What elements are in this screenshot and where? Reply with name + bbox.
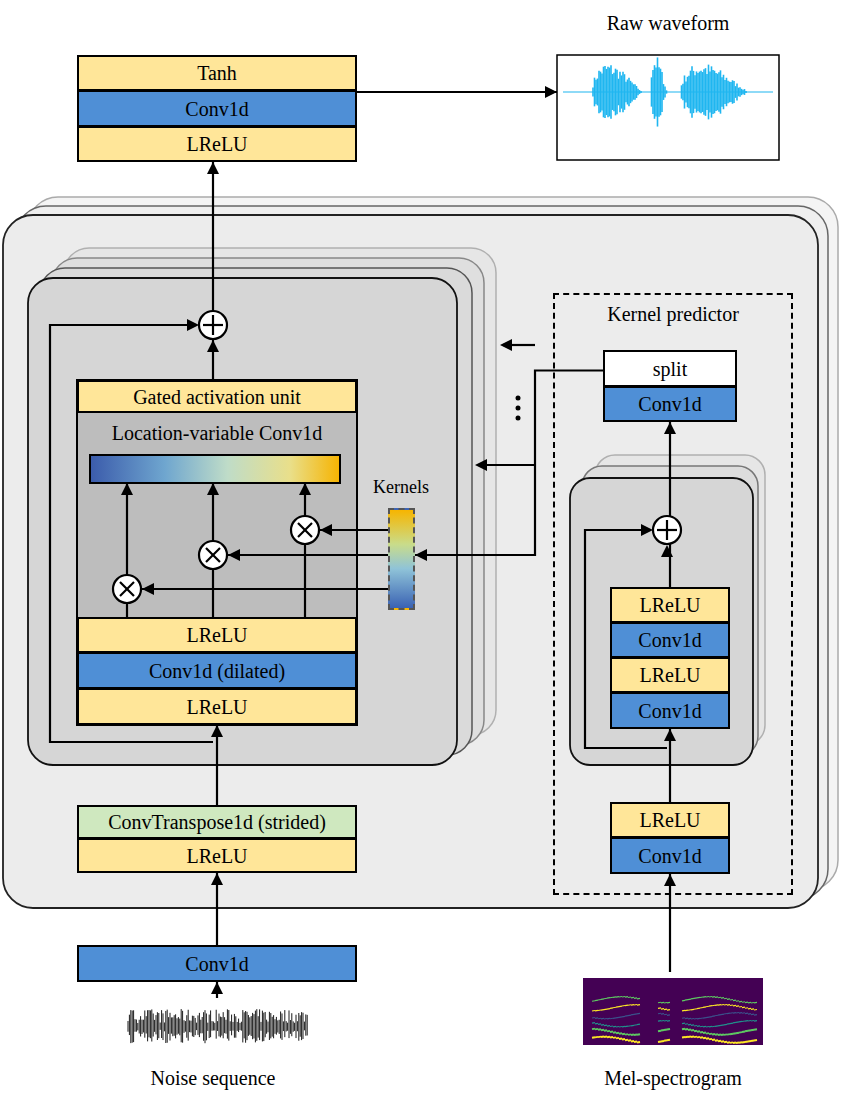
noise-illustration <box>128 1009 307 1043</box>
connector <box>211 725 223 805</box>
kernel-predictor: Kernel predictorsplitConv1dLReLUConv1dLR… <box>553 293 793 895</box>
ellipsis-dot <box>516 406 521 411</box>
arrowhead <box>187 319 199 331</box>
node-label: Gated activation unit <box>133 386 301 408</box>
node-label: LReLU <box>639 594 700 616</box>
multiply-symbol <box>113 575 141 603</box>
upsample-band: ConvTranspose1d (strided) <box>77 805 357 839</box>
conv-band: Conv1d <box>610 837 730 874</box>
noise-input: Noise sequence <box>108 998 318 1095</box>
node-label: LReLU <box>186 845 247 867</box>
arrowhead <box>661 545 673 557</box>
ellipsis-dot <box>516 416 521 421</box>
mel-input: Mel-spectrogram <box>560 972 786 1095</box>
activation-band: LReLU <box>610 802 730 838</box>
node-label: Tanh <box>197 62 237 84</box>
conv-band: Conv1d <box>610 692 730 729</box>
node-label: Noise sequence <box>151 1067 276 1089</box>
arrowhead <box>500 339 512 351</box>
lvc-resblock <box>28 278 457 765</box>
kernel-stack: Kernels <box>368 478 434 612</box>
connector <box>415 371 603 562</box>
split-band: split <box>603 350 737 387</box>
node-label: LReLU <box>639 809 700 831</box>
activation-band: LReLU <box>77 617 357 653</box>
activation-band: LReLU <box>77 838 357 873</box>
activation-band: Tanh <box>77 55 357 91</box>
mel-illustration-detail <box>592 997 757 1043</box>
connector <box>664 729 676 802</box>
add-symbol <box>653 516 681 544</box>
multiply-symbol <box>291 516 319 544</box>
node-label: split <box>653 358 687 380</box>
lvc-region <box>77 380 357 725</box>
connector <box>664 422 676 587</box>
conv-band: Conv1d <box>77 90 357 127</box>
multiply-symbol <box>199 541 227 569</box>
lvc-layer: Location-variable Conv1d <box>77 412 357 617</box>
activation-band: LReLU <box>77 126 357 162</box>
activation-band: LReLU <box>77 688 357 725</box>
arrowhead <box>641 524 653 536</box>
waveform-illustration <box>563 57 773 126</box>
waveform-frame <box>557 55 779 160</box>
kp-resblock <box>570 478 753 765</box>
node-label: Conv1d <box>638 700 701 722</box>
add-symbol <box>199 311 227 339</box>
node-label: LReLU <box>186 133 247 155</box>
node-label: LReLU <box>639 664 700 686</box>
conv-band: Conv1d <box>603 386 737 422</box>
node-label: LReLU <box>186 624 247 646</box>
node-label: Raw waveform <box>607 12 730 34</box>
output-bar <box>90 455 340 483</box>
activation-band: LReLU <box>610 657 730 693</box>
node-label: Conv1d <box>638 393 701 415</box>
node-label: Conv1d <box>638 845 701 867</box>
connector <box>211 982 223 998</box>
generator-block <box>3 215 818 908</box>
node-label: ConvTranspose1d (strided) <box>108 811 326 833</box>
mel-illustration <box>583 978 763 1045</box>
node-label: Kernel predictor <box>607 303 739 325</box>
node-label: Conv1d <box>185 98 248 120</box>
ellipsis-dot <box>516 396 521 401</box>
conv-band: Conv1d (dilated) <box>77 652 357 689</box>
kernel-strip <box>388 508 415 610</box>
connector <box>664 874 676 972</box>
arrowhead <box>475 459 487 471</box>
node-label: Mel-spectrogram <box>604 1067 742 1089</box>
connector <box>357 86 557 98</box>
node-label: Kernels <box>373 478 429 498</box>
connector <box>207 162 219 380</box>
activation-band: LReLU <box>610 587 730 623</box>
connector <box>121 483 311 617</box>
connector <box>211 873 223 945</box>
node-label: Conv1d <box>638 629 701 651</box>
arrowhead <box>207 340 219 352</box>
node-label: Conv1d <box>185 953 248 975</box>
node-label: LReLU <box>186 696 247 718</box>
connector <box>142 524 388 595</box>
conv-band: Conv1d <box>77 945 357 982</box>
activation-band: Gated activation unit <box>77 380 357 413</box>
node-label: Conv1d (dilated) <box>149 660 285 682</box>
conv-band: Conv1d <box>610 622 730 658</box>
node-label: Location-variable Conv1d <box>112 422 323 444</box>
waveform-output: Raw waveform <box>557 12 779 160</box>
